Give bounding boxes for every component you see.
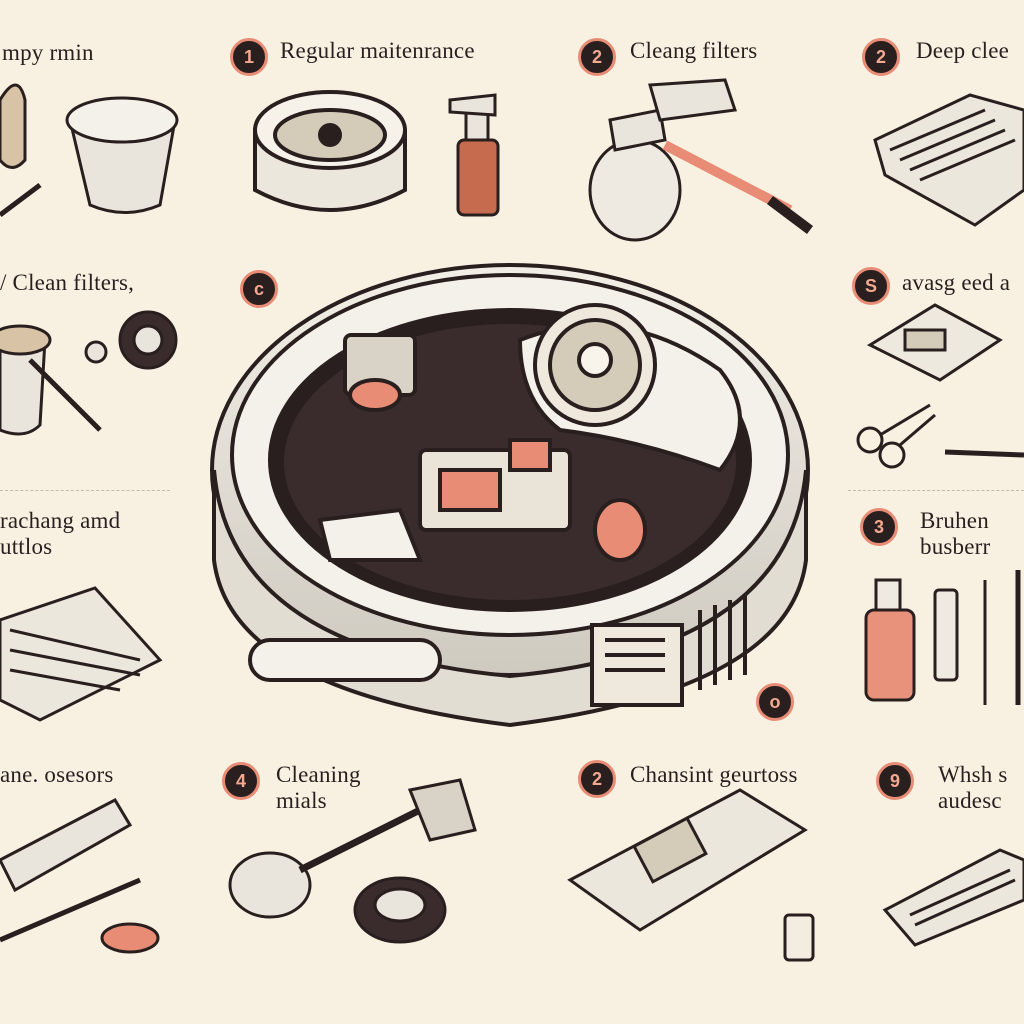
step-label-cleaning-mials: Cleaning mials [276, 762, 361, 813]
side-brush-bar [0, 798, 160, 954]
step-badge-o: o [756, 683, 794, 721]
scissors-tool [856, 403, 1024, 469]
step-label-deep-clean: Deep clee [916, 38, 1010, 63]
step-label-brushes: Bruhen busberr [920, 508, 991, 559]
spray-wand [588, 78, 813, 242]
hepa-filter-pad [0, 586, 163, 722]
dust-tray [567, 788, 815, 962]
bucket-and-brush [0, 324, 102, 436]
step-label-clean-filters: / Clean filters, [0, 270, 135, 295]
step-label-wash: Whsh s audesc [938, 762, 1008, 813]
step-badge-c: c [240, 270, 278, 308]
step-label-regular-maintenance: Regular maitenrance [280, 38, 475, 63]
step-label-attaching-tools: rachang amd uttlos [0, 508, 121, 559]
wrapped-part [866, 303, 1003, 382]
step-badge-4: 4 [222, 762, 260, 800]
robot-vacuum [210, 263, 810, 728]
step-label-disassembled: avasg eed a [902, 270, 1011, 295]
roller-brush [882, 848, 1024, 947]
step-badge-s: S [852, 267, 890, 305]
step-label-cleaning-filters: Cleang filters [630, 38, 758, 63]
cleaning-spray-and-tools [864, 570, 1021, 705]
step-badge-2-chassis: 2 [578, 760, 616, 798]
dust-bin-cup [0, 83, 179, 217]
step-label-empty-bin: mpy rmin [2, 40, 94, 65]
step-label-sensors: ane. osesors [0, 762, 114, 787]
step-badge-9: 9 [876, 762, 914, 800]
step-badge-2-filters: 2 [578, 38, 616, 76]
step-badge-1: 1 [230, 38, 268, 76]
divider-left [0, 490, 170, 491]
round-filter-housing [253, 90, 407, 212]
spray-bottle-small [448, 93, 500, 217]
step-badge-3: 3 [860, 508, 898, 546]
cleaning-wand-and-wheels [228, 778, 477, 944]
rectangular-filter-basket [873, 93, 1024, 227]
divider-right [848, 490, 1024, 491]
wheel-roller [84, 310, 178, 370]
step-badge-2-deep: 2 [862, 38, 900, 76]
step-label-chassis: Chansint geurtoss [630, 762, 798, 787]
